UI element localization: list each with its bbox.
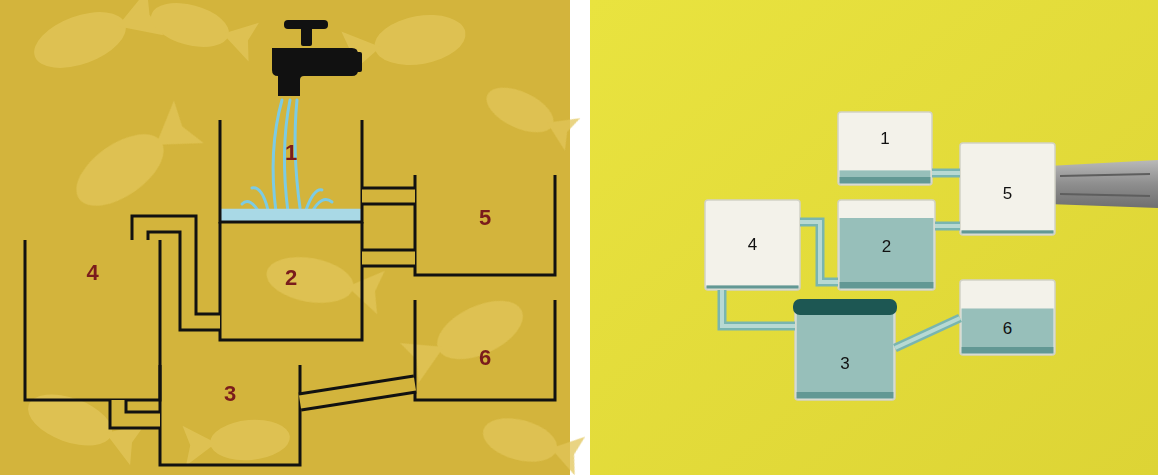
- water-tap: [272, 20, 362, 96]
- tank-outline: [795, 305, 895, 400]
- water-pipe: [362, 258, 415, 259]
- water-pipe: [935, 226, 960, 227]
- tank-wall: [220, 222, 362, 340]
- photo-panel: [590, 0, 1158, 475]
- tank-body: [838, 200, 935, 290]
- tank-body: [960, 143, 1055, 235]
- tank-wall: [220, 120, 362, 222]
- water-bottom: [840, 282, 934, 289]
- tank-body: [838, 112, 932, 185]
- water-bottom: [797, 392, 894, 399]
- water-fill: [962, 230, 1054, 233]
- tank-number: 4: [25, 262, 160, 284]
- water-fill: [220, 209, 362, 222]
- water-bottom: [707, 286, 799, 289]
- tank-outline: [838, 112, 932, 185]
- pipe-bore: [800, 222, 838, 282]
- tank-outline: [960, 280, 1055, 355]
- tank-body: [795, 305, 895, 400]
- pipe-wall: [935, 222, 960, 231]
- water-fill: [840, 170, 931, 183]
- water-pipe: [300, 384, 415, 402]
- pipe-wall: [895, 318, 960, 348]
- tank-outline: [160, 365, 300, 465]
- tank-body: [960, 280, 1055, 355]
- tank-wall: [415, 175, 555, 275]
- fish-pattern: [21, 0, 585, 475]
- tank-number: 3: [795, 355, 895, 372]
- water-tank: 4: [705, 200, 800, 290]
- water-fill: [707, 286, 799, 289]
- water-pipe: [118, 400, 160, 420]
- tank-body: [705, 200, 800, 290]
- water-tank: 3: [160, 365, 300, 465]
- pipe-bore: [140, 224, 220, 322]
- water-pipe: [932, 173, 960, 174]
- sketch-panel: [0, 0, 570, 475]
- water-bottom: [840, 177, 931, 184]
- water-tank: 1: [220, 120, 362, 222]
- water-pipe: [800, 222, 838, 282]
- water-pipe: [140, 224, 220, 322]
- tank-number: 2: [220, 267, 362, 289]
- water-tank: 4: [25, 240, 160, 400]
- pipe-wall: [300, 384, 415, 402]
- tank-number: 4: [705, 236, 800, 253]
- pipe-bore: [300, 384, 415, 402]
- water-tank: 5: [960, 143, 1055, 235]
- water-tank: 6: [960, 280, 1055, 355]
- tank-number: 1: [838, 130, 932, 147]
- water-tank: 5: [415, 175, 555, 275]
- water-pipe: [362, 196, 415, 197]
- pipe-bore: [932, 171, 960, 175]
- pipe-wall: [362, 187, 415, 206]
- pipe-bore: [935, 224, 960, 228]
- key: [1040, 160, 1158, 208]
- tank-number: 2: [838, 238, 935, 255]
- tank-number: 3: [160, 383, 300, 405]
- tank-number: 6: [960, 320, 1055, 337]
- pipe-wall: [932, 169, 960, 178]
- tank-wall: [25, 240, 160, 400]
- pipe-wall: [800, 222, 838, 282]
- water-bottom: [962, 230, 1054, 233]
- pipe-bore: [362, 190, 415, 203]
- water-tank: 2: [838, 200, 935, 290]
- tank-outline: [220, 120, 362, 222]
- water-tank: 6: [415, 300, 555, 400]
- tank-number: 6: [415, 347, 555, 369]
- water-pipe: [895, 318, 960, 348]
- water-overflow: [793, 299, 897, 315]
- water-tank: 1: [838, 112, 932, 185]
- water-pipe: [722, 290, 795, 326]
- water-tank: 2: [220, 222, 362, 340]
- tank-number: 5: [960, 185, 1055, 202]
- tank-wall: [160, 365, 300, 465]
- water-fill: [797, 305, 894, 399]
- pipe-bore: [362, 252, 415, 265]
- pipe-wall: [362, 249, 415, 268]
- pipe-bore: [722, 290, 795, 326]
- pipe-wall: [140, 224, 220, 322]
- pipe-bore: [895, 318, 960, 348]
- tank-wall: [415, 300, 555, 400]
- tank-number: 5: [415, 207, 555, 229]
- tank-number: 1: [220, 142, 362, 164]
- pipe-wall: [118, 400, 160, 420]
- water-bottom: [962, 347, 1054, 354]
- pipe-wall: [722, 290, 795, 326]
- pipe-bore: [118, 400, 160, 420]
- water-tank: 3: [795, 305, 895, 400]
